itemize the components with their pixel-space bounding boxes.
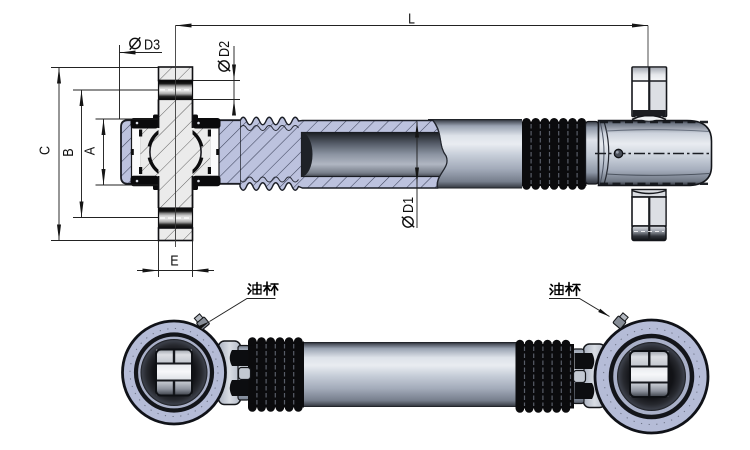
svg-text:E: E [170, 251, 178, 268]
svg-text:D1: D1 [399, 197, 416, 213]
svg-text:L: L [408, 11, 415, 27]
svg-text:D2: D2 [215, 41, 232, 57]
svg-text:C: C [35, 146, 52, 155]
svg-text:D3: D3 [144, 35, 160, 52]
svg-text:A: A [80, 146, 97, 155]
svg-text:B: B [59, 148, 76, 156]
